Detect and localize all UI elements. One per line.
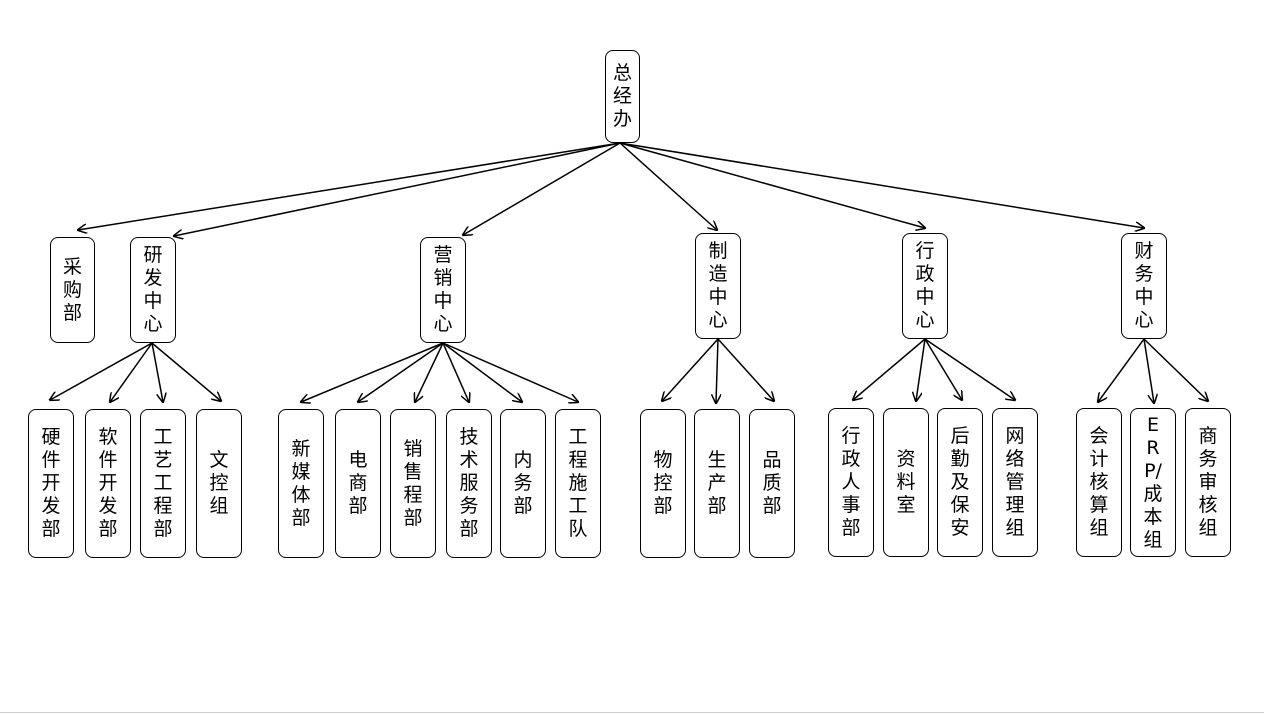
edge-root-administration bbox=[619, 142, 925, 228]
edge-rnd-doccontrol bbox=[151, 342, 221, 401]
node-dept-administration[interactable]: 行政中心 bbox=[902, 233, 948, 339]
edge-mkt-internal bbox=[442, 342, 522, 402]
node-label: 内务部 bbox=[513, 449, 533, 517]
node-quality[interactable]: 品质部 bbox=[749, 409, 795, 558]
edge-fin-business bbox=[1143, 338, 1208, 401]
node-label: 网络管理组 bbox=[1005, 425, 1025, 539]
node-label: 软件开发部 bbox=[98, 426, 118, 540]
node-label: 会计核算组 bbox=[1089, 425, 1109, 539]
node-label: 工艺工程部 bbox=[153, 426, 173, 540]
edge-mfg-material bbox=[662, 338, 719, 401]
page-divider bbox=[0, 712, 1264, 713]
edge-adm-logistics bbox=[924, 338, 962, 400]
edge-root-marketing bbox=[463, 142, 621, 235]
edge-mkt-techservice bbox=[442, 342, 469, 402]
node-label: 资料室 bbox=[896, 448, 916, 516]
node-label: 总经办 bbox=[612, 62, 632, 130]
node-label: 采购部 bbox=[62, 255, 82, 324]
edge-adm-network bbox=[924, 338, 1015, 400]
node-doc-control[interactable]: 文控组 bbox=[196, 409, 242, 558]
edge-fin-accounting bbox=[1098, 338, 1145, 402]
node-label: 电商部 bbox=[348, 449, 368, 517]
node-label: 技术服务部 bbox=[459, 426, 479, 540]
edge-mkt-ecommerce bbox=[358, 342, 444, 402]
node-new-media[interactable]: 新媒体部 bbox=[278, 409, 324, 558]
node-label: 工程施工队 bbox=[568, 426, 588, 540]
edge-mfg-production bbox=[716, 338, 718, 403]
edge-rnd-software bbox=[110, 342, 153, 402]
node-accounting[interactable]: 会计核算组 bbox=[1076, 408, 1122, 557]
edge-root-rnd bbox=[174, 142, 621, 236]
node-label: ERP/成本组 bbox=[1143, 413, 1163, 551]
edge-fin-erp bbox=[1143, 338, 1154, 403]
edge-mkt-construction bbox=[442, 342, 578, 402]
node-erp-cost[interactable]: ERP/成本组 bbox=[1130, 408, 1176, 557]
node-internal-affairs[interactable]: 内务部 bbox=[500, 409, 546, 558]
edge-adm-records bbox=[916, 338, 926, 401]
node-label: 文控组 bbox=[209, 449, 229, 517]
node-label: 后勤及保安 bbox=[950, 425, 970, 539]
node-ecommerce[interactable]: 电商部 bbox=[335, 409, 381, 558]
edge-rnd-process bbox=[151, 342, 163, 402]
edge-mkt-sales bbox=[415, 342, 444, 402]
node-process-eng[interactable]: 工艺工程部 bbox=[140, 409, 186, 558]
node-dept-rnd[interactable]: 研发中心 bbox=[130, 237, 176, 343]
edge-mfg-quality bbox=[717, 338, 774, 401]
node-hr-admin[interactable]: 行政人事部 bbox=[828, 408, 874, 557]
edge-root-finance bbox=[619, 142, 1144, 228]
node-label: 制造中心 bbox=[708, 240, 728, 331]
node-root[interactable]: 总经办 bbox=[605, 50, 640, 143]
node-dept-purchasing[interactable]: 采购部 bbox=[50, 237, 95, 343]
node-label: 行政中心 bbox=[915, 240, 935, 331]
edge-mkt-newmedia bbox=[301, 342, 444, 402]
node-tech-service[interactable]: 技术服务部 bbox=[446, 409, 492, 558]
node-dept-manufacturing[interactable]: 制造中心 bbox=[695, 233, 741, 339]
edge-root-purchasing bbox=[78, 142, 621, 230]
node-label: 行政人事部 bbox=[841, 425, 861, 539]
node-label: 商务审核组 bbox=[1198, 425, 1218, 539]
node-hardware-dev[interactable]: 硬件开发部 bbox=[28, 409, 74, 558]
node-label: 物控部 bbox=[653, 449, 673, 517]
node-software-dev[interactable]: 软件开发部 bbox=[85, 409, 131, 558]
edge-adm-hr bbox=[853, 338, 926, 400]
node-material-control[interactable]: 物控部 bbox=[640, 409, 686, 558]
edge-root-manufacturing bbox=[619, 142, 717, 230]
node-dept-marketing[interactable]: 营销中心 bbox=[420, 237, 466, 343]
node-label: 新媒体部 bbox=[291, 437, 311, 529]
node-label: 财务中心 bbox=[1134, 240, 1154, 331]
node-label: 硬件开发部 bbox=[41, 426, 61, 540]
node-records-room[interactable]: 资料室 bbox=[883, 408, 929, 557]
node-label: 销售程部 bbox=[403, 437, 423, 529]
node-production[interactable]: 生产部 bbox=[694, 409, 740, 558]
node-sales[interactable]: 销售程部 bbox=[390, 409, 436, 558]
node-dept-finance[interactable]: 财务中心 bbox=[1121, 233, 1167, 339]
node-business-review[interactable]: 商务审核组 bbox=[1185, 408, 1231, 557]
node-construction-team[interactable]: 工程施工队 bbox=[555, 409, 601, 558]
node-label: 生产部 bbox=[707, 449, 727, 517]
edge-rnd-hardware bbox=[50, 342, 153, 400]
node-label: 研发中心 bbox=[143, 244, 163, 335]
node-label: 营销中心 bbox=[433, 244, 453, 335]
node-network-mgmt[interactable]: 网络管理组 bbox=[992, 408, 1038, 557]
node-label: 品质部 bbox=[762, 449, 782, 517]
node-logistics-security[interactable]: 后勤及保安 bbox=[937, 408, 983, 557]
